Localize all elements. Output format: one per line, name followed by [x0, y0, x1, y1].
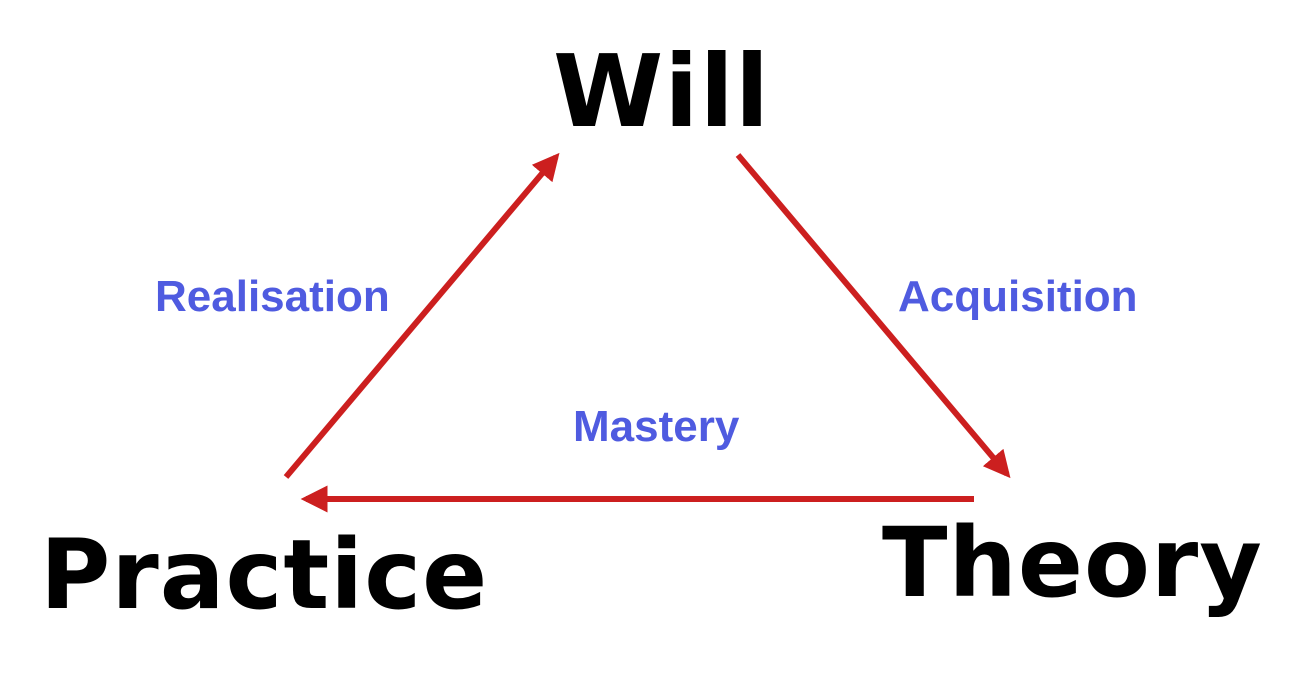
node-theory: Theory	[882, 507, 1263, 619]
arrow-practice-to-will	[283, 152, 560, 479]
arrow-will-to-theory	[735, 153, 1011, 479]
edge-label-mastery: Mastery	[573, 402, 740, 451]
node-will: Will	[553, 33, 771, 150]
edge-label-acquisition: Acquisition	[898, 272, 1138, 321]
node-practice: Practice	[40, 519, 489, 631]
edge-label-realisation: Realisation	[155, 272, 390, 321]
